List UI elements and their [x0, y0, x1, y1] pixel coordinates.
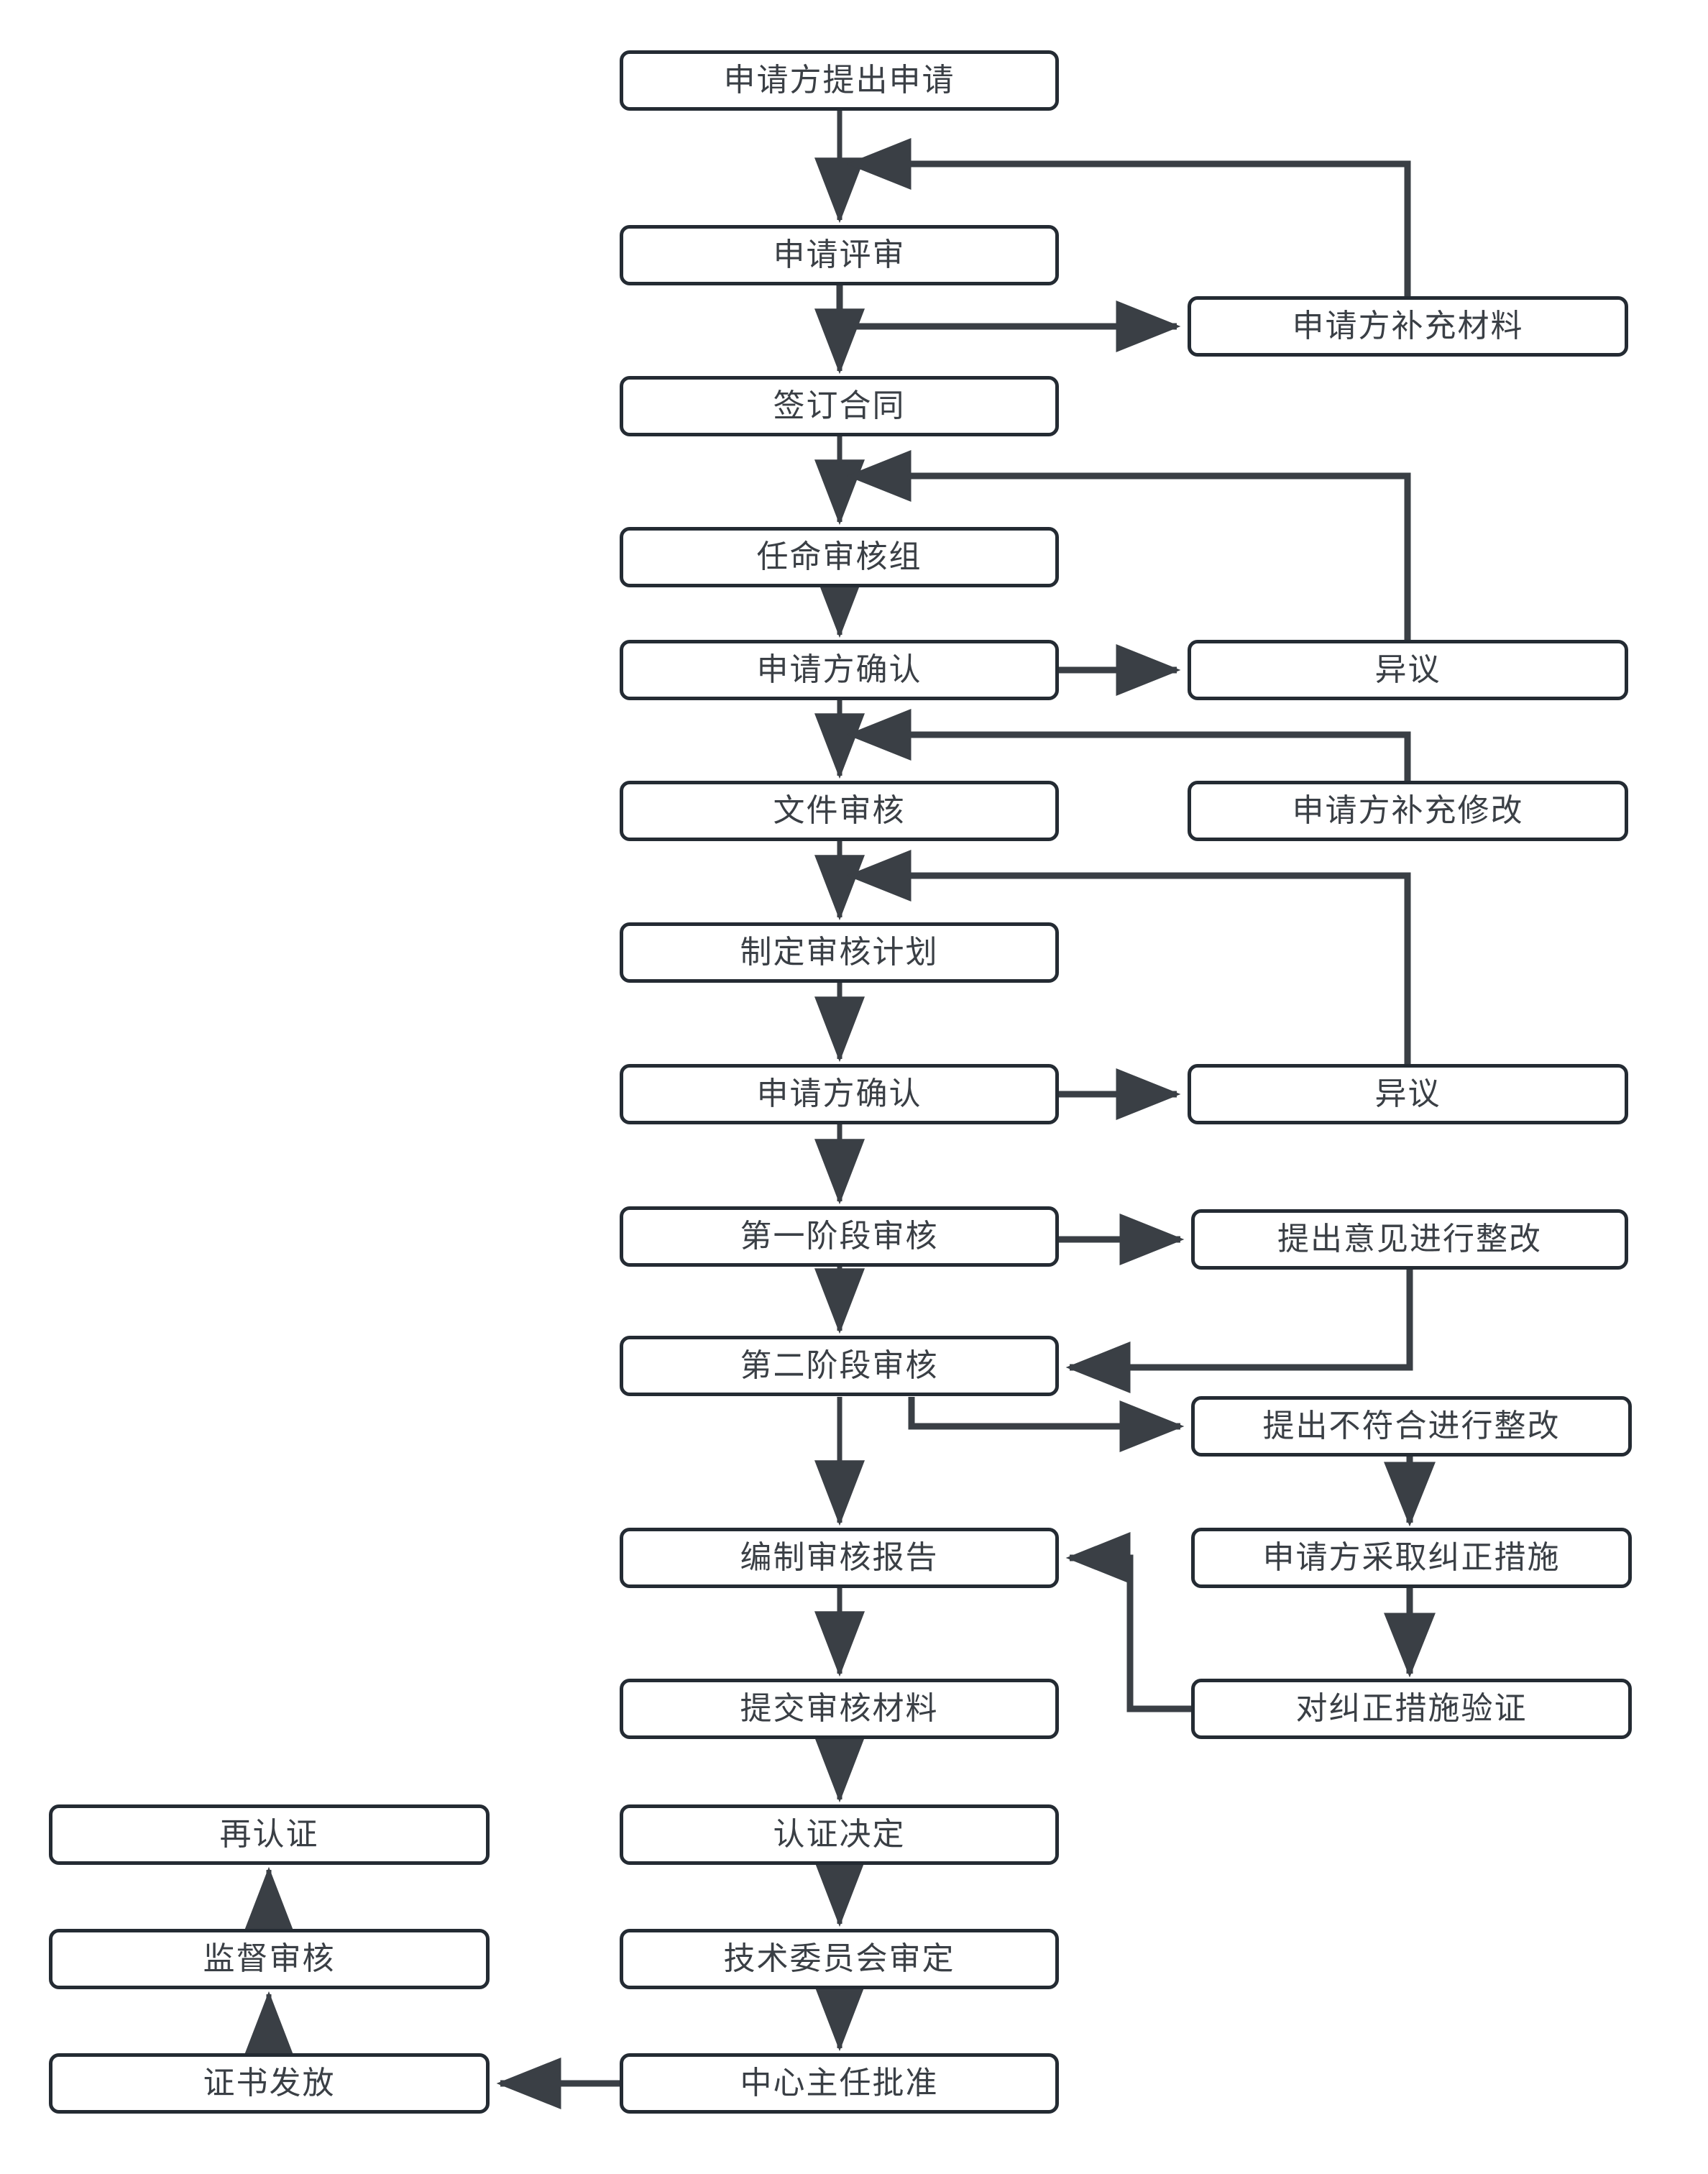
node-objection-2[interactable]: 异议	[1188, 1064, 1628, 1124]
node-label: 签订合同	[773, 387, 906, 424]
node-label: 制定审核计划	[740, 933, 939, 971]
node-doc-review[interactable]: 文件审核	[620, 781, 1059, 841]
edge-verify-corrective-to-audit-report	[1065, 1532, 1191, 1712]
node-submit-material[interactable]: 提交审核材料	[620, 1679, 1059, 1739]
node-label: 再认证	[219, 1815, 319, 1853]
edge-opinion-rectify-to-stage-2	[1065, 1270, 1413, 1393]
node-label: 提出意见进行整改	[1277, 1220, 1542, 1257]
node-nonconform[interactable]: 提出不符合进行整改	[1191, 1396, 1632, 1457]
node-director-approve[interactable]: 中心主任批准	[620, 2053, 1059, 2114]
node-stage-1[interactable]: 第一阶段审核	[620, 1206, 1059, 1267]
node-label: 申请方补充修改	[1292, 792, 1524, 829]
node-label: 对纠正措施验证	[1295, 1689, 1528, 1727]
node-label: 申请方采取纠正措施	[1262, 1538, 1561, 1576]
edge-supply-revise-to-doc-review	[846, 709, 1411, 781]
node-cert-decision[interactable]: 认证决定	[620, 1804, 1059, 1865]
node-label: 申请方补充材料	[1292, 307, 1524, 344]
node-label: 文件审核	[773, 792, 906, 829]
node-apply-review[interactable]: 申请评审	[620, 225, 1059, 285]
node-stage-2[interactable]: 第二阶段审核	[620, 1336, 1059, 1396]
node-label: 提交审核材料	[740, 1689, 939, 1727]
node-label: 申请方确认	[756, 651, 922, 688]
node-label: 认证决定	[773, 1815, 906, 1853]
node-supply-material[interactable]: 申请方补充材料	[1188, 296, 1628, 357]
node-sign-contract[interactable]: 签订合同	[620, 376, 1059, 436]
node-tech-committee[interactable]: 技术委员会审定	[620, 1929, 1059, 1989]
edge-apply-review-to-supply-material	[836, 285, 1181, 352]
node-label: 任命审核组	[756, 538, 922, 575]
node-label: 技术委员会审定	[723, 1940, 955, 1977]
node-supply-revise[interactable]: 申请方补充修改	[1188, 781, 1628, 841]
node-objection-1[interactable]: 异议	[1188, 640, 1628, 700]
node-label: 第一阶段审核	[740, 1217, 939, 1255]
node-label: 中心主任批准	[740, 2064, 939, 2101]
node-audit-plan[interactable]: 制定审核计划	[620, 922, 1059, 983]
node-audit-report[interactable]: 编制审核报告	[620, 1528, 1059, 1588]
node-issue-cert[interactable]: 证书发放	[49, 2053, 490, 2114]
node-label: 申请方提出申请	[723, 61, 955, 98]
node-label: 申请评审	[773, 236, 906, 273]
node-label: 第二阶段审核	[740, 1347, 939, 1384]
node-appoint-team[interactable]: 任命审核组	[620, 527, 1059, 587]
node-label: 申请方确认	[756, 1075, 922, 1112]
node-verify-corrective[interactable]: 对纠正措施验证	[1191, 1679, 1632, 1739]
node-opinion-rectify[interactable]: 提出意见进行整改	[1191, 1209, 1628, 1270]
node-apply[interactable]: 申请方提出申请	[620, 50, 1059, 111]
node-recertify[interactable]: 再认证	[49, 1804, 490, 1865]
node-label: 提出不符合进行整改	[1262, 1407, 1561, 1444]
node-label: 编制审核报告	[740, 1538, 939, 1576]
node-label: 异议	[1374, 651, 1441, 688]
node-confirm-2[interactable]: 申请方确认	[620, 1064, 1059, 1124]
node-label: 监督审核	[203, 1940, 336, 1977]
node-confirm-1[interactable]: 申请方确认	[620, 640, 1059, 700]
node-supervise[interactable]: 监督审核	[49, 1929, 490, 1989]
node-corrective[interactable]: 申请方采取纠正措施	[1191, 1528, 1632, 1588]
node-label: 证书发放	[203, 2064, 336, 2101]
node-label: 异议	[1374, 1075, 1441, 1112]
edge-stage-2-to-nonconform	[908, 1397, 1185, 1452]
